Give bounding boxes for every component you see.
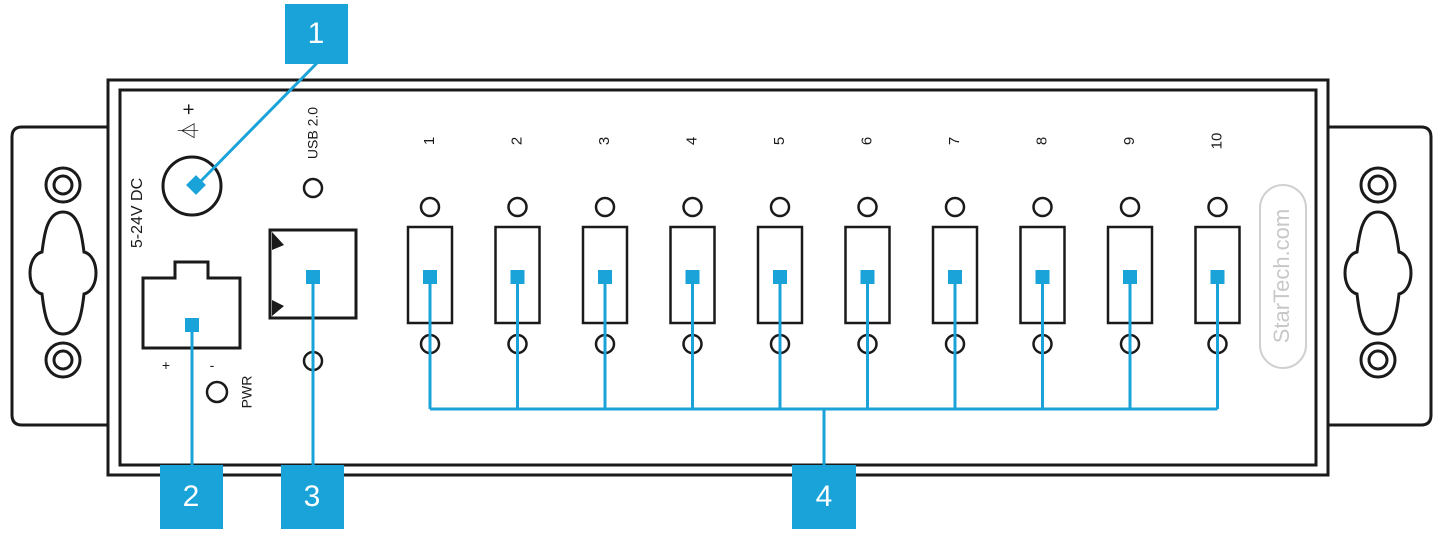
port-led-icon [1119,196,1141,218]
usb-port-2: 2 [494,137,541,409]
callout-box-2: 2 [160,465,223,529]
port-callout-marker [685,270,700,284]
port-led-icon [1207,196,1228,218]
marker-2 [185,318,199,332]
callout-number-2: 2 [183,480,200,513]
port-led-icon [594,196,616,218]
marker-3 [306,270,320,284]
usb-port-9: 9 [1106,137,1154,409]
callout-markers [185,175,320,332]
port-number-label: 3 [596,137,613,145]
port-number-label: 10 [1208,133,1225,150]
usb-port-10: 10 [1194,133,1241,409]
port-led-icon [507,196,528,218]
port-number-label: 8 [1033,137,1050,145]
upstream-led-icon [302,177,324,199]
port-number-label: 9 [1121,137,1138,145]
usb-port-5: 5 [756,137,804,409]
right-mounting-bracket [1325,125,1433,427]
port-number-label: 4 [683,137,700,145]
port-callout-marker [423,270,437,284]
callout-number-3: 3 [304,480,321,513]
voltage-label: 5-24V DC [129,178,146,248]
usb-label: USB 2.0 [305,107,321,159]
port-callout-marker [860,270,875,284]
port-callout-marker [510,270,525,284]
callout-number-1: 1 [308,17,325,50]
pwr-led-icon [205,380,229,404]
port-led-icon [1032,196,1053,218]
callout-number-4: 4 [816,480,833,513]
port-callout-marker [773,270,787,284]
callout-box-4: 4 [792,465,856,529]
port-led-icon [944,196,966,218]
dc-polarity-symbol-icon: ⏃ + [176,103,200,140]
startech-logo: StarTech.com [1259,184,1307,369]
downstream-ports: 1 2 3 4 5 6 7 8 9 10 [406,133,1241,409]
marker-1 [186,175,206,195]
port-number-label: 5 [771,137,788,145]
usb-port-3: 3 [581,137,629,409]
port-callout-marker [1035,270,1050,284]
logo-text: StarTech.com [1269,209,1294,344]
port-number-label: 1 [421,137,438,145]
usb-port-4: 4 [669,137,716,409]
port-callout-marker [948,270,962,284]
terminal-minus-label: - [210,357,215,373]
usb-port-7: 7 [931,137,979,409]
usb-port-6: 6 [844,137,891,409]
port-led-icon [419,196,441,218]
port-number-label: 7 [946,137,963,145]
port-callout-marker [598,270,612,284]
leader-line-1 [194,61,319,188]
terminal-block-power-input [141,260,242,350]
port-number-label: 2 [508,137,525,145]
port-led-icon [769,196,791,218]
port-number-label: 6 [858,137,875,145]
usb-port-1: 1 [406,137,454,409]
port-callout-marker [1123,270,1137,284]
callout-box-1: 1 [285,4,348,64]
dc-symbol-text: ⏃ + [176,103,200,140]
terminal-plus-label: + [162,357,170,373]
usb-port-8: 8 [1019,137,1066,409]
pwr-label: PWR [239,376,255,409]
callout-leaders [190,61,1218,465]
port-callout-marker [1210,270,1225,284]
port-led-icon [857,196,878,218]
port-led-icon [682,196,703,218]
callout-box-3: 3 [281,465,344,529]
left-mounting-bracket [10,125,112,427]
